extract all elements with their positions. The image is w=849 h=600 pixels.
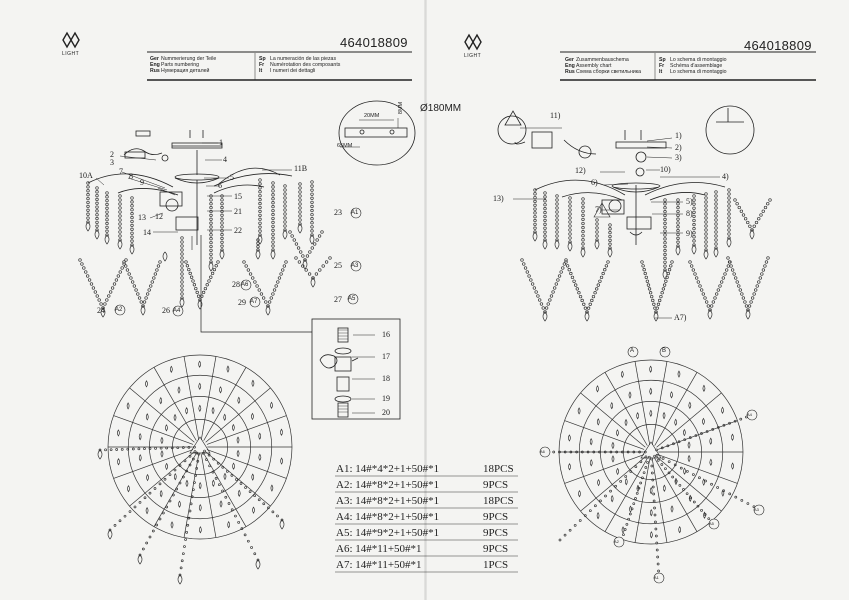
spec-row: A2: 14#*8*2+1+50#*1 bbox=[336, 479, 440, 491]
spec-qty: 9PCS bbox=[483, 527, 509, 539]
step-label-a7: A7) bbox=[674, 313, 687, 322]
strand-tag-a7: A7 bbox=[250, 299, 258, 305]
step-label-2: 2) bbox=[675, 143, 682, 152]
strand-tag-a6: A6 bbox=[241, 282, 249, 288]
part-label-19: 19 bbox=[382, 394, 390, 403]
step-label-1: 1) bbox=[675, 131, 682, 140]
spec-qty: 1PCS bbox=[483, 559, 509, 571]
brand-logo-right bbox=[464, 33, 482, 51]
marker-a: A bbox=[630, 348, 635, 354]
part-label-9: 9 bbox=[140, 178, 144, 187]
marker-a5: A5 bbox=[709, 521, 714, 526]
marker-a3: A3 bbox=[754, 507, 759, 512]
part-label-23: 23 bbox=[334, 208, 342, 217]
product-code-left: 464018809 bbox=[340, 35, 408, 50]
part-label-15: 15 bbox=[234, 192, 242, 201]
part-label-25: 25 bbox=[334, 261, 342, 270]
spec-row: A5: 14#*9*2+1+50#*1 bbox=[336, 527, 440, 539]
marker-a6: A6 bbox=[540, 449, 545, 454]
part-label-2: 2 bbox=[110, 150, 114, 159]
part-label-29: 29 bbox=[238, 298, 246, 307]
part-label-6: 6 bbox=[218, 181, 222, 190]
step-label-3: 3) bbox=[675, 153, 682, 162]
part-label-10a: 10A bbox=[79, 171, 93, 180]
part-label-26: 26 bbox=[162, 306, 170, 315]
dim-20mm: 20MM bbox=[364, 113, 380, 119]
part-label-12: 12 bbox=[155, 212, 163, 221]
spec-qty: 18PCS bbox=[483, 495, 514, 507]
spec-qty: 9PCS bbox=[483, 479, 509, 491]
logo-text-left: LIGHT bbox=[62, 51, 80, 57]
spec-row: A1: 14#*4*2+1+50#*1 bbox=[336, 463, 440, 475]
part-label-3: 3 bbox=[110, 158, 114, 167]
part-label-14: 14 bbox=[143, 228, 151, 237]
part-label-20: 20 bbox=[382, 408, 390, 417]
step-label-12: 12) bbox=[575, 166, 586, 175]
page-fold bbox=[424, 0, 427, 600]
spec-row: A6: 14#*11+50#*1 bbox=[336, 543, 422, 555]
logo-text-right: LIGHT bbox=[464, 53, 482, 59]
marker-a2: A2 bbox=[614, 539, 619, 544]
step-label-10: 10) bbox=[660, 165, 671, 174]
strand-tag-a4: A4 bbox=[173, 308, 181, 314]
spec-row: A4: 14#*8*2+1+50#*1 bbox=[336, 511, 440, 523]
part-label-13: 13 bbox=[138, 213, 146, 222]
strand-tag-a5: A5 bbox=[348, 296, 356, 302]
step-label-6: 6) bbox=[591, 178, 598, 187]
step-label-9: 9) bbox=[686, 229, 693, 238]
step-label-7: 7) bbox=[595, 205, 602, 214]
product-code-right: 464018809 bbox=[744, 38, 812, 53]
marker-b: B bbox=[662, 348, 667, 354]
strand-tag-a3: A3 bbox=[351, 263, 359, 269]
part-label-8: 8 bbox=[129, 172, 133, 181]
part-label-28: 28 bbox=[232, 280, 240, 289]
spec-qty: 9PCS bbox=[483, 511, 509, 523]
step-label-5: 5) bbox=[686, 197, 693, 206]
step-label-8: 8) bbox=[686, 209, 693, 218]
part-label-11b: 11B bbox=[294, 164, 308, 173]
brand-logo-left bbox=[62, 31, 80, 49]
part-label-21: 21 bbox=[234, 207, 242, 216]
step-label-4: 4) bbox=[722, 172, 729, 181]
strand-tag-a1: A1 bbox=[351, 210, 359, 216]
step-label-11: 11) bbox=[550, 111, 561, 120]
diameter-label: Ø180MM bbox=[420, 103, 462, 114]
spec-row: A3: 14#*8*2+1+50#*1 bbox=[336, 495, 440, 507]
spec-qty: 18PCS bbox=[483, 463, 514, 475]
step-label-13: 13) bbox=[493, 194, 504, 203]
part-label-1: 1 bbox=[219, 138, 223, 147]
strand-tag-a2: A2 bbox=[115, 307, 123, 313]
spec-qty: 9PCS bbox=[483, 543, 509, 555]
part-label-27: 27 bbox=[334, 295, 342, 304]
part-label-5: 5 bbox=[230, 173, 234, 182]
marker-a4: A4 bbox=[747, 412, 752, 417]
part-label-18: 18 bbox=[382, 374, 390, 383]
part-label-16: 16 bbox=[382, 330, 390, 339]
marker-a1: A1 bbox=[654, 575, 659, 580]
part-label-17: 17 bbox=[382, 352, 390, 361]
dim-8mm: 8MM bbox=[398, 101, 405, 115]
spec-row: A7: 14#*11+50#*1 bbox=[336, 559, 422, 571]
part-label-7: 7 bbox=[119, 167, 123, 176]
dim-65mm: 65MM bbox=[337, 143, 353, 149]
part-label-4: 4 bbox=[223, 155, 227, 164]
part-label-24: 24 bbox=[97, 306, 105, 315]
part-label-22: 22 bbox=[234, 226, 242, 235]
